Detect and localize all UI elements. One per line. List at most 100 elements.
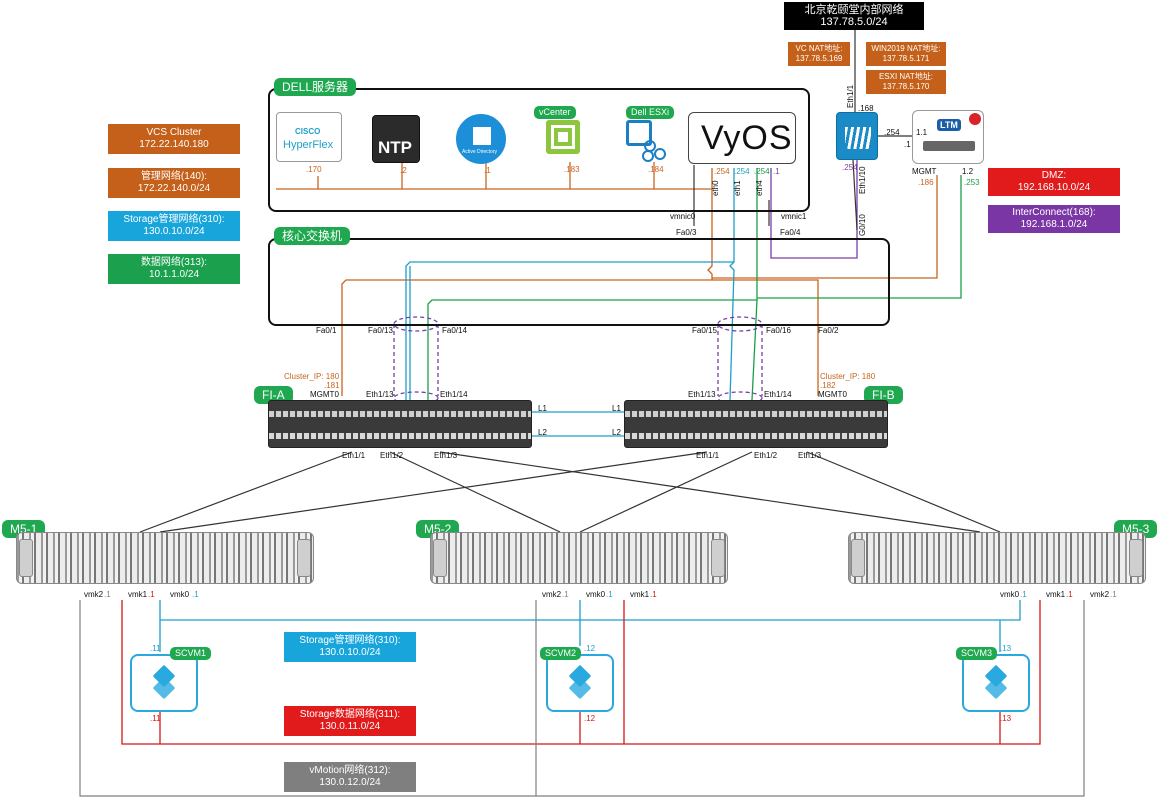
m5-1-server — [16, 532, 314, 584]
firewall-ip-254: .254 — [884, 128, 900, 137]
data-network-box: 数据网络(313):10.1.1.0/24 — [108, 254, 240, 284]
scvm2-box — [546, 654, 614, 712]
ltm-ip-253: .253 — [964, 178, 980, 187]
core-fa01-label: Fa0/1 — [316, 326, 337, 335]
firewall-eth11-label: Eth1/1 — [846, 84, 855, 108]
interconnect-network-box: InterConnect(168):192.168.1.0/24 — [988, 205, 1120, 233]
m5-2-vmk0-ip: .1 — [606, 590, 613, 599]
hyperflex-icon: CISCO HyperFlex — [276, 112, 342, 162]
core-switch-group — [268, 238, 890, 326]
m5-2-server — [430, 532, 728, 584]
m5-3-vmk0-ip: .1 — [1020, 590, 1027, 599]
link-l2-label-b: L2 — [612, 428, 621, 437]
dell-esxi-tag: Dell ESXi — [626, 106, 675, 119]
m5-1-vmk1-ip: .1 — [148, 590, 155, 599]
fi-b-eth113-label: Eth1/13 — [688, 390, 716, 399]
scvm1-bottom-ip: .11 — [150, 714, 161, 723]
dell-group-tag: DELL服务器 — [274, 78, 357, 96]
fi-a-tag: FI-A — [254, 386, 293, 404]
esxi-nat-box: ESXI NAT地址:137.78.5.170 — [866, 70, 946, 94]
fi-b-eth13-label: Eth1/3 — [798, 451, 822, 460]
fi-a-eth114-label: Eth1/14 — [440, 390, 468, 399]
fi-a-eth11-label: Eth1/1 — [342, 451, 366, 460]
core-fa014-label: Fa0/14 — [442, 326, 467, 335]
m5-2-vmk0-label: vmk0 — [586, 590, 606, 599]
scvm1-tag: SCVM1 — [170, 647, 212, 660]
fi-a-eth13-label: Eth1/3 — [434, 451, 458, 460]
storage-mgmt-legend-box: Storage管理网络(310):130.0.10.0/24 — [108, 211, 240, 241]
link-l2-label-a: L2 — [538, 428, 547, 437]
vc-nat-box: VC NAT地址:137.78.5.169 — [788, 42, 850, 66]
vyos-eth4-ip: .254 — [754, 167, 770, 176]
m5-3-vmk2-ip: .1 — [1110, 590, 1117, 599]
core-fa015-label: Fa0/15 — [692, 326, 717, 335]
firewall-ip-254-purple: .254 — [842, 163, 858, 172]
fi-b-switch — [624, 400, 888, 448]
m5-3-vmk1-label: vmk1 — [1046, 590, 1066, 599]
vcenter-ip: .183 — [564, 165, 580, 174]
ntp-icon: NTP — [372, 115, 420, 163]
m5-2-vmk2-label: vmk2 — [542, 590, 562, 599]
firewall-g010-label: G0/10 — [858, 214, 867, 236]
hyperflex-label-2: HyperFlex — [283, 139, 334, 151]
m5-1-vmk2-label: vmk2 — [84, 590, 104, 599]
storage-mgmt-network-box: Storage管理网络(310):130.0.10.0/24 — [284, 632, 416, 662]
dmz-network-box: DMZ:192.168.10.0/24 — [988, 168, 1120, 196]
m5-3-vmk1-ip: .1 — [1066, 590, 1073, 599]
m5-2-vmk1-label: vmk1 — [630, 590, 650, 599]
vmnic0-label: vmnic0 — [670, 212, 696, 221]
hyperflex-label-1: CISCO — [295, 127, 321, 136]
scvm3-top-ip: .13 — [1000, 644, 1012, 653]
storage-data-network-box: Storage数据网络(311):130.0.11.0/24 — [284, 706, 416, 736]
ltm-ip-11: 1.1 — [916, 128, 928, 137]
scvm2-top-ip: .12 — [584, 644, 596, 653]
link-l1-label-a: L1 — [538, 404, 547, 413]
fi-b-mgmt0-label: MGMT0 — [818, 390, 847, 399]
windows-logo-icon — [473, 127, 491, 145]
fi-a-switch — [268, 400, 532, 448]
firewall-ip-168: .168 — [858, 104, 874, 113]
ltm-mgmt-ip: .186 — [918, 178, 934, 187]
active-directory-icon: Active Directory — [456, 114, 506, 164]
fi-b-eth11-label: Eth1/1 — [696, 451, 720, 460]
active-directory-label: Active Directory — [462, 149, 498, 155]
scvm2-tag: SCVM2 — [540, 647, 582, 660]
m5-3-vmk0-label: vmk0 — [1000, 590, 1020, 599]
f5-logo-icon — [969, 113, 981, 125]
m5-2-vmk2-ip: .1 — [562, 590, 569, 599]
ltm-label: LTM — [937, 119, 961, 131]
ltm-device: LTM — [912, 110, 984, 164]
ltm-mgmt-label: MGMT — [912, 167, 937, 176]
vyos-label: VyOS — [701, 119, 793, 157]
fi-b-eth12-label: Eth1/2 — [754, 451, 778, 460]
hyperflex-ip: .170 — [306, 165, 322, 174]
vyos-eth4-label: eth4 — [755, 180, 764, 196]
link-l1-label-b: L1 — [612, 404, 621, 413]
m5-1-vmk2-ip: .1 — [104, 590, 111, 599]
fi-b-eth114-label: Eth1/14 — [764, 390, 792, 399]
firewall-logo-icon — [845, 127, 871, 149]
core-fa03-label: Fa0/3 — [676, 228, 697, 237]
vcenter-tag: vCenter — [534, 106, 576, 119]
core-fa013-label: Fa0/13 — [368, 326, 393, 335]
core-fa016-label: Fa0/16 — [766, 326, 791, 335]
m5-1-vmk1-label: vmk1 — [128, 590, 148, 599]
m5-1-vmk0-label: vmk0 — [170, 590, 190, 599]
core-switch-tag: 核心交换机 — [274, 227, 351, 245]
scvm3-box — [962, 654, 1030, 712]
fi-a-mgmt-ip: .181 — [324, 381, 340, 390]
fi-a-mgmt0-label: MGMT0 — [310, 390, 339, 399]
win2019-nat-box: WIN2019 NAT地址:137.78.5.171 — [866, 42, 946, 66]
fi-a-eth12-label: Eth1/2 — [380, 451, 404, 460]
fi-b-mgmt-ip: .182 — [820, 381, 836, 390]
m5-3-server — [848, 532, 1146, 584]
vyos-router: VyOS — [688, 112, 796, 164]
vyos-eth1-ip: .254 — [734, 167, 750, 176]
active-directory-ip: .1 — [484, 166, 491, 175]
m5-2-vmk1-ip: .1 — [650, 590, 657, 599]
core-fa04-label: Fa0/4 — [780, 228, 801, 237]
fi-b-tag: FI-B — [864, 386, 903, 404]
